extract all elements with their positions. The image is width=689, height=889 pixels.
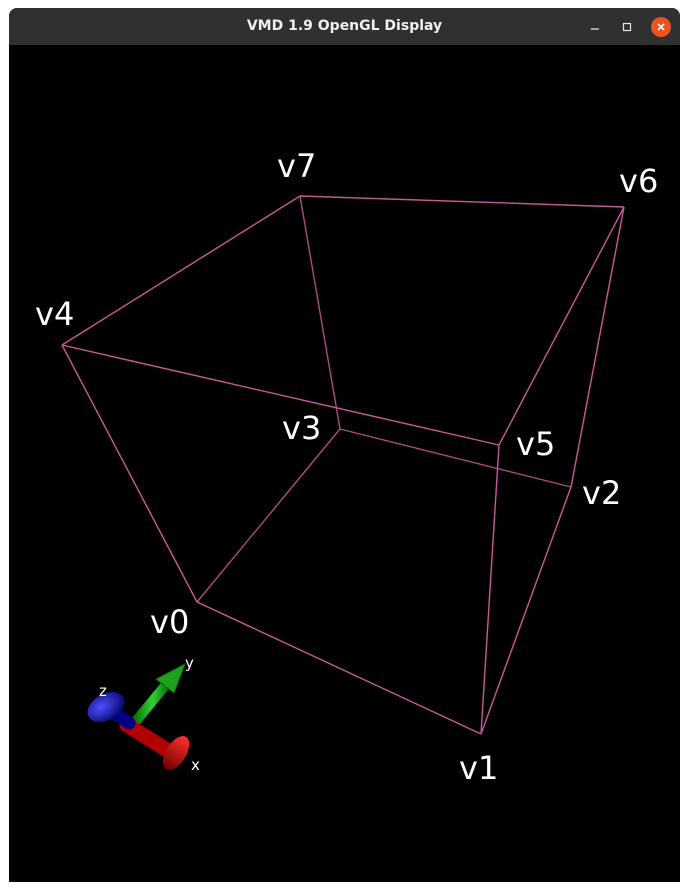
edge-v3-v7 [299,195,341,430]
unit-cell-box [61,195,625,735]
minimize-button[interactable] [585,17,605,37]
vertex-label-v1: v1 [459,749,498,787]
vertex-label-v4: v4 [35,295,74,333]
edge-v0-v1 [196,601,482,735]
y-axis-label: y [185,654,194,672]
edge-v1-v5 [480,444,500,735]
z-axis-label: z [99,682,107,700]
vmd-display-window: VMD 1.9 OpenGL Display [9,8,680,882]
edge-v5-v6 [498,206,625,446]
maximize-button[interactable] [617,17,637,37]
orientation-axes: y z x [87,654,200,774]
edge-v3-v2 [339,428,572,488]
minimize-icon [591,28,599,30]
title-bar[interactable]: VMD 1.9 OpenGL Display [9,8,680,45]
vertex-label-v2: v2 [582,474,621,512]
close-icon [657,23,665,31]
x-axis-label: x [191,756,200,774]
edge-v1-v2 [480,486,572,735]
z-axis-arrow [87,691,136,730]
edge-v0-v3 [196,428,341,603]
scene-svg: v0 v1 v2 v3 v4 v5 v6 v7 [35,147,658,787]
edge-v4-v5 [61,344,500,446]
vertex-label-v0: v0 [150,603,189,641]
y-axis-arrow [131,662,186,726]
vertex-label-v3: v3 [282,409,321,447]
vertex-label-v6: v6 [619,162,658,200]
vertex-label-v5: v5 [516,425,555,463]
edge-v2-v6 [570,206,625,488]
edge-v0-v4 [61,344,198,603]
opengl-viewport[interactable]: v0 v1 v2 v3 v4 v5 v6 v7 [9,45,680,882]
x-axis-arrow [119,717,190,770]
maximize-icon [622,22,632,32]
window-title: VMD 1.9 OpenGL Display [246,18,443,34]
vertex-label-v7: v7 [277,147,316,185]
edge-v7-v4 [61,195,301,346]
edge-v6-v7 [299,195,625,208]
close-button[interactable] [651,17,671,37]
